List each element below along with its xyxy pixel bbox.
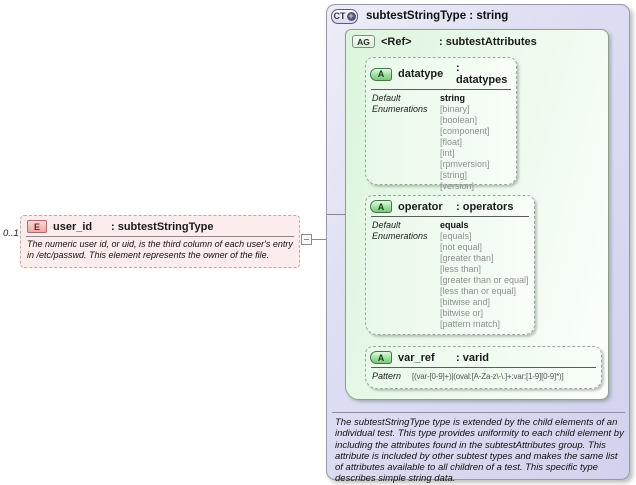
attribute-type: : varid: [456, 351, 490, 364]
facet-table: Default equals Enumerations [equals] [no…: [366, 217, 534, 332]
element-annotation: The numeric user id, or uid, is the thir…: [27, 239, 293, 260]
cardinality-label: 0..1: [3, 228, 19, 239]
complex-type-header[interactable]: CT + subtestStringType : string: [327, 5, 629, 27]
element-divider: [26, 236, 294, 237]
collapse-handle-icon[interactable]: [301, 234, 312, 245]
facet-table: Pattern [(var-[0-9]+)|(oval:[A-Za-z\-\.]…: [366, 368, 601, 384]
attribute-box-datatype[interactable]: A datatype : datatypes Default string En…: [365, 57, 517, 191]
attribute-header[interactable]: A operator : operators: [366, 196, 534, 216]
attribute-icon: A: [370, 67, 392, 81]
attribute-name: var_ref: [398, 351, 435, 364]
attribute-group-type: : subtestAttributes: [439, 35, 537, 48]
attribute-group-icon: AG: [352, 35, 375, 48]
facet-label-default: Default: [372, 93, 401, 103]
attribute-icon: A: [370, 200, 392, 213]
element-name: user_id: [53, 220, 93, 233]
facet-enum-values: [binary] [boolean] [component] [float] […: [440, 104, 490, 191]
complex-type-box: CT + subtestStringType : string AG <Ref>…: [326, 4, 630, 484]
facet-default-value: string: [440, 93, 466, 103]
attribute-name: operator: [398, 200, 443, 213]
attribute-icon: A: [370, 351, 392, 364]
facet-pattern-value: [(var-[0-9]+)|(oval:[A-Za-z\-\.]+:var:[1…: [412, 372, 564, 381]
connector-line: [312, 239, 326, 240]
complex-type-title: subtestStringType : string: [366, 10, 509, 22]
attribute-header[interactable]: A var_ref : varid: [366, 347, 601, 367]
complex-type-icon-label: CT: [333, 11, 346, 21]
element-type: : subtestStringType: [111, 220, 214, 233]
facet-default-value: equals: [440, 220, 469, 230]
element-header[interactable]: E user_id : subtestStringType: [21, 216, 299, 235]
element-box-user-id[interactable]: E user_id : subtestStringType The numeri…: [20, 215, 300, 268]
annotation-divider: [332, 412, 625, 413]
facet-label-default: Default: [372, 220, 401, 230]
attribute-box-var-ref[interactable]: A var_ref : varid Pattern [(var-[0-9]+)|…: [365, 346, 602, 389]
facet-label-enumerations: Enumerations: [372, 104, 428, 114]
attribute-group-box: AG <Ref> : subtestAttributes A datatype …: [345, 29, 609, 400]
complex-type-icon: CT +: [331, 8, 358, 24]
attribute-group-header[interactable]: AG <Ref> : subtestAttributes: [346, 30, 608, 48]
attribute-box-operator[interactable]: A operator : operators Default equals En…: [365, 195, 535, 335]
attribute-divider: [371, 89, 511, 90]
attribute-header[interactable]: A datatype : datatypes: [366, 58, 516, 89]
attribute-divider: [371, 367, 596, 368]
expand-plus-icon[interactable]: +: [346, 10, 356, 21]
complex-type-annotation: The subtestStringType type is extended b…: [335, 417, 624, 485]
facet-enum-values: [equals] [not equal] [greater than] [les…: [440, 231, 529, 329]
attribute-type: : operators: [456, 200, 514, 213]
attribute-name: datatype: [398, 68, 444, 80]
element-icon: E: [27, 220, 47, 233]
attribute-divider: [371, 216, 529, 217]
facet-label-pattern: Pattern: [372, 371, 402, 381]
facet-table: Default string Enumerations [binary] [bo…: [366, 90, 516, 194]
attribute-group-ref: <Ref>: [381, 35, 412, 48]
attribute-type: : datatypes: [456, 62, 508, 86]
connector-line: [327, 214, 353, 215]
facet-label-enumerations: Enumerations: [372, 231, 428, 241]
